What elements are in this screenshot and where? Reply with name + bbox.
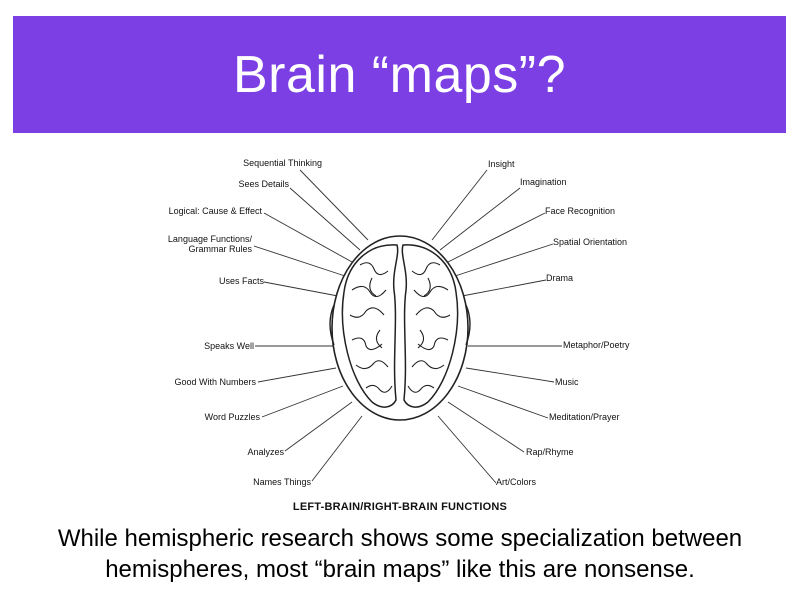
left-label-sequential-thinking: Sequential Thinking — [243, 158, 322, 168]
right-label-music: Music — [555, 377, 579, 387]
right-label-imagination: Imagination — [520, 177, 567, 187]
slide-title: Brain “maps”? — [232, 45, 567, 104]
right-label-face-recognition: Face Recognition — [545, 206, 616, 216]
left-label-word-puzzles: Word Puzzles — [204, 412, 260, 422]
right-label-drama: Drama — [546, 273, 574, 283]
left-label-names-things: Names Things — [253, 477, 311, 487]
title-banner: Brain “maps”? — [13, 16, 786, 133]
brain-illustration — [253, 169, 562, 484]
right-label-art-colors: Art/Colors — [496, 477, 537, 487]
left-label-uses-facts: Uses Facts — [218, 276, 264, 286]
left-hemisphere — [341, 244, 399, 408]
brain-folds — [349, 262, 451, 393]
brain-diagram: Sequential Thinking Sees Details Logical… — [0, 140, 800, 520]
right-leader-lines — [431, 169, 562, 484]
left-leader-lines — [253, 169, 369, 482]
right-label-rap-rhyme: Rap/Rhyme — [526, 447, 574, 457]
right-label-insight: Insight — [488, 159, 515, 169]
left-label-sees-details: Sees Details — [238, 179, 289, 189]
slide-caption: While hemispheric research shows some sp… — [57, 525, 743, 583]
left-label-good-with-numbers: Good With Numbers — [174, 377, 256, 387]
diagram-title: LEFT-BRAIN/RIGHT-BRAIN FUNCTIONS — [292, 501, 508, 513]
left-label-logical: Logical: Cause & Effect — [168, 206, 262, 216]
left-ear — [329, 304, 335, 346]
left-label-analyzes: Analyzes — [247, 447, 284, 457]
right-ear — [465, 304, 471, 346]
right-label-metaphor-poetry: Metaphor/Poetry — [563, 340, 630, 350]
left-label-speaks-well: Speaks Well — [204, 341, 254, 351]
right-hemisphere — [401, 244, 459, 408]
right-label-spatial-orientation: Spatial Orientation — [553, 237, 628, 247]
right-label-meditation-prayer: Meditation/Prayer — [549, 412, 620, 422]
left-label-language: Language Functions/ Grammar Rules — [167, 234, 252, 254]
